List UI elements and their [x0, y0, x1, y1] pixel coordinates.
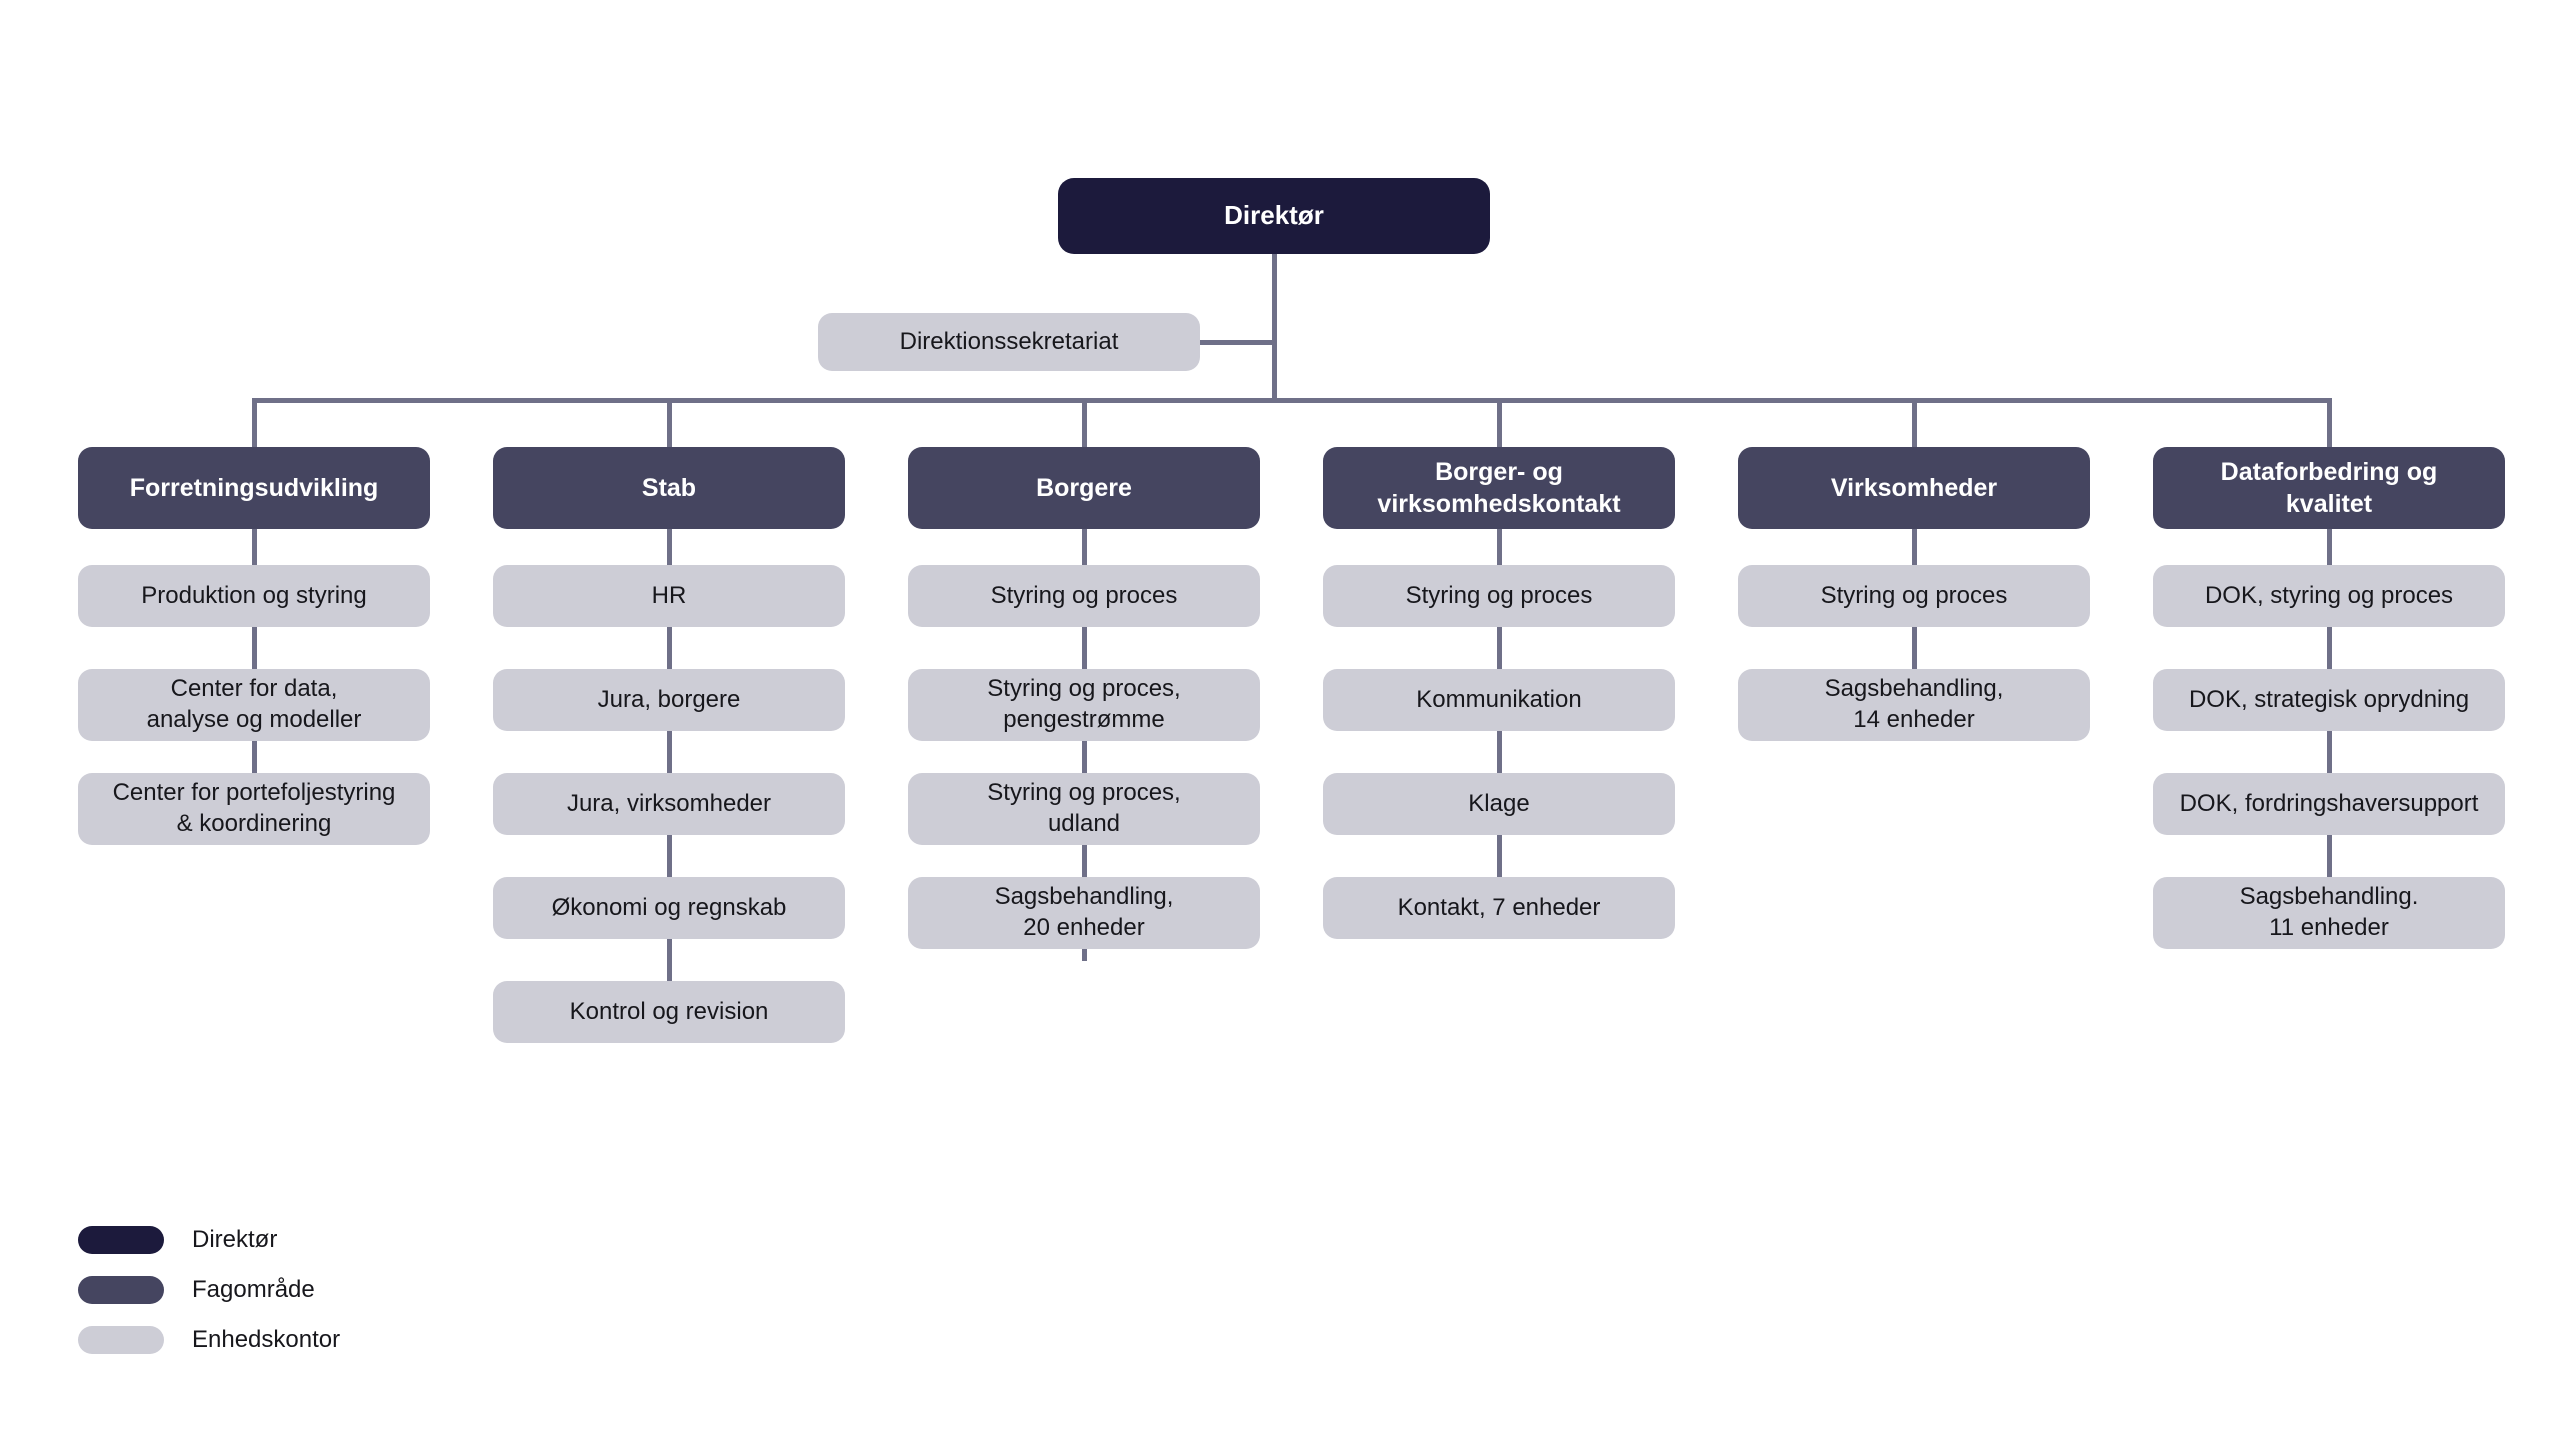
child-link-line	[252, 741, 257, 775]
unit-node-3-3[interactable]: Styring og proces, udland	[908, 773, 1260, 845]
legend-swatch-director	[78, 1226, 164, 1254]
unit-node-6-3[interactable]: DOK, fordringshaversupport	[2153, 773, 2505, 835]
child-link-line	[1082, 529, 1087, 567]
unit-node-1-3[interactable]: Center for portefoljestyring & koordiner…	[78, 773, 430, 845]
distribution-bus	[252, 398, 2332, 403]
child-link-line	[2327, 731, 2332, 775]
child-link-line	[1497, 627, 1502, 671]
unit-node-6-2[interactable]: DOK, strategisk oprydning	[2153, 669, 2505, 731]
unit-node-5-1[interactable]: Styring og proces	[1738, 565, 2090, 627]
legend-label-unit: Enhedskontor	[192, 1326, 341, 1353]
legend-label-director: Direktør	[192, 1226, 278, 1253]
director-node[interactable]: Direktør	[1058, 178, 1490, 254]
child-link-line	[1082, 845, 1087, 879]
legend-item-area: Fagområde	[78, 1265, 340, 1315]
area-header-6[interactable]: Dataforbedring og kvalitet	[2153, 447, 2505, 529]
column-drop-line	[667, 398, 672, 450]
unit-node-2-1[interactable]: HR	[493, 565, 845, 627]
unit-node-5-2[interactable]: Sagsbehandling, 14 enheder	[1738, 669, 2090, 741]
column-drop-line	[1082, 398, 1087, 450]
legend-label-area: Fagområde	[192, 1276, 315, 1303]
column-drop-line	[1497, 398, 1502, 450]
unit-node-6-4[interactable]: Sagsbehandling. 11 enheder	[2153, 877, 2505, 949]
unit-node-3-4[interactable]: Sagsbehandling, 20 enheder	[908, 877, 1260, 949]
unit-node-6-1[interactable]: DOK, styring og proces	[2153, 565, 2505, 627]
child-link-line	[1497, 835, 1502, 879]
child-link-line	[2327, 627, 2332, 671]
child-link-line	[667, 939, 672, 983]
column-drop-line	[1912, 398, 1917, 450]
child-link-line	[667, 731, 672, 775]
legend-swatch-unit	[78, 1326, 164, 1354]
child-link-line	[1912, 529, 1917, 567]
legend-item-unit: Enhedskontor	[78, 1315, 340, 1365]
child-link-line	[667, 529, 672, 567]
area-header-5[interactable]: Virksomheder	[1738, 447, 2090, 529]
unit-node-2-4[interactable]: Økonomi og regnskab	[493, 877, 845, 939]
child-link-line	[2327, 835, 2332, 879]
child-link-line	[252, 529, 257, 567]
child-link-line	[252, 627, 257, 671]
area-header-4[interactable]: Borger- og virksomhedskontakt	[1323, 447, 1675, 529]
unit-node-4-3[interactable]: Klage	[1323, 773, 1675, 835]
unit-node-4-2[interactable]: Kommunikation	[1323, 669, 1675, 731]
trunk-line	[1272, 254, 1277, 403]
child-link-line	[2327, 529, 2332, 567]
unit-node-1-2[interactable]: Center for data, analyse og modeller	[78, 669, 430, 741]
unit-node-4-4[interactable]: Kontakt, 7 enheder	[1323, 877, 1675, 939]
unit-node-3-2[interactable]: Styring og proces, pengestrømme	[908, 669, 1260, 741]
column-tail-stub	[1082, 949, 1087, 961]
unit-node-2-5[interactable]: Kontrol og revision	[493, 981, 845, 1043]
area-header-1[interactable]: Forretningsudvikling	[78, 447, 430, 529]
child-link-line	[1497, 529, 1502, 567]
child-link-line	[1497, 731, 1502, 775]
column-drop-line	[252, 398, 257, 450]
staff-unit-connector	[1200, 340, 1276, 345]
column-drop-line	[2327, 398, 2332, 450]
unit-node-3-1[interactable]: Styring og proces	[908, 565, 1260, 627]
child-link-line	[1082, 627, 1087, 671]
legend-item-director: Direktør	[78, 1215, 340, 1265]
area-header-2[interactable]: Stab	[493, 447, 845, 529]
unit-node-1-1[interactable]: Produktion og styring	[78, 565, 430, 627]
unit-node-2-2[interactable]: Jura, borgere	[493, 669, 845, 731]
area-header-3[interactable]: Borgere	[908, 447, 1260, 529]
child-link-line	[667, 835, 672, 879]
child-link-line	[667, 627, 672, 671]
legend-swatch-area	[78, 1276, 164, 1304]
child-link-line	[1912, 627, 1917, 671]
unit-node-4-1[interactable]: Styring og proces	[1323, 565, 1675, 627]
unit-node-2-3[interactable]: Jura, virksomheder	[493, 773, 845, 835]
staff-unit-node[interactable]: Direktionssekretariat	[818, 313, 1200, 371]
child-link-line	[1082, 741, 1087, 775]
